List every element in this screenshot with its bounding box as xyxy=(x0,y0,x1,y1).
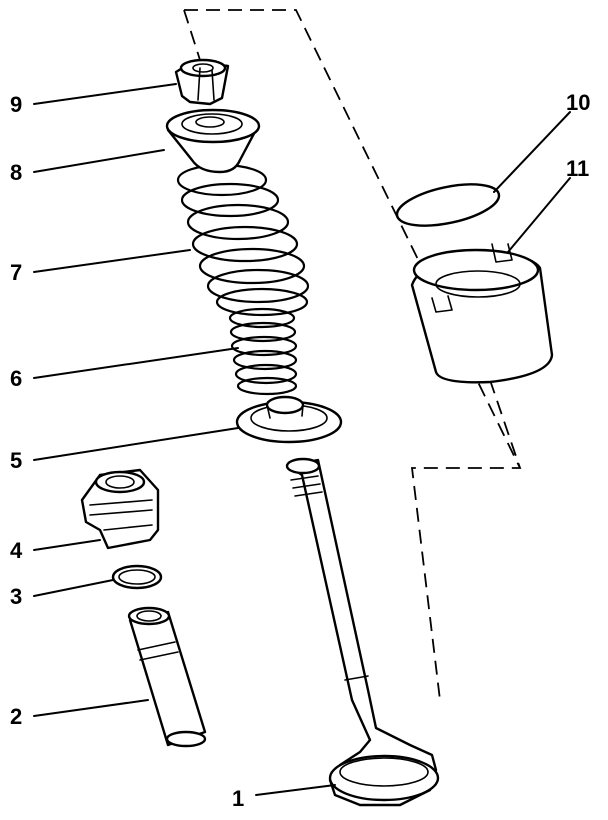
adjusting-shim-icon xyxy=(395,183,501,227)
callout-1: 1 xyxy=(232,786,244,811)
leader-line-1 xyxy=(255,784,336,796)
leader-line-11 xyxy=(507,177,571,253)
assembly-group-outline-left xyxy=(183,9,201,61)
callout-9: 9 xyxy=(10,92,22,117)
callout-2: 2 xyxy=(10,704,22,729)
valve-icon xyxy=(285,457,440,807)
assembly-group-outline-lower xyxy=(489,379,521,469)
leader-line-10 xyxy=(493,111,571,193)
callout-8: 8 xyxy=(10,160,22,185)
leader-line-5 xyxy=(33,427,239,461)
leader-line-8 xyxy=(33,149,165,173)
upper-spring-retainer-icon xyxy=(165,108,261,174)
o-ring-icon xyxy=(111,564,163,590)
callout-3: 3 xyxy=(10,584,22,609)
callout-6: 6 xyxy=(10,366,22,391)
bucket-tappet-icon xyxy=(410,243,554,384)
callout-10: 10 xyxy=(566,90,590,115)
leader-line-3 xyxy=(33,579,114,597)
callout-7: 7 xyxy=(10,260,22,285)
valve-guide-icon xyxy=(127,606,207,748)
leader-line-6 xyxy=(33,347,239,379)
outer-valve-spring-icon xyxy=(176,163,310,317)
lower-spring-seat-icon xyxy=(235,395,343,444)
valve-collets-icon xyxy=(174,58,230,106)
inner-valve-spring-icon xyxy=(228,307,298,396)
callout-5: 5 xyxy=(10,448,22,473)
callout-4: 4 xyxy=(10,538,23,563)
valve-stem-seal-icon xyxy=(80,468,160,550)
callout-labels: 1 2 3 4 5 6 7 8 9 10 11 xyxy=(10,90,590,811)
leader-lines xyxy=(33,83,571,796)
callout-11: 11 xyxy=(566,156,589,181)
leader-line-9 xyxy=(33,83,177,105)
leader-line-2 xyxy=(33,699,149,717)
leader-line-4 xyxy=(33,539,101,551)
leader-line-7 xyxy=(33,249,191,273)
